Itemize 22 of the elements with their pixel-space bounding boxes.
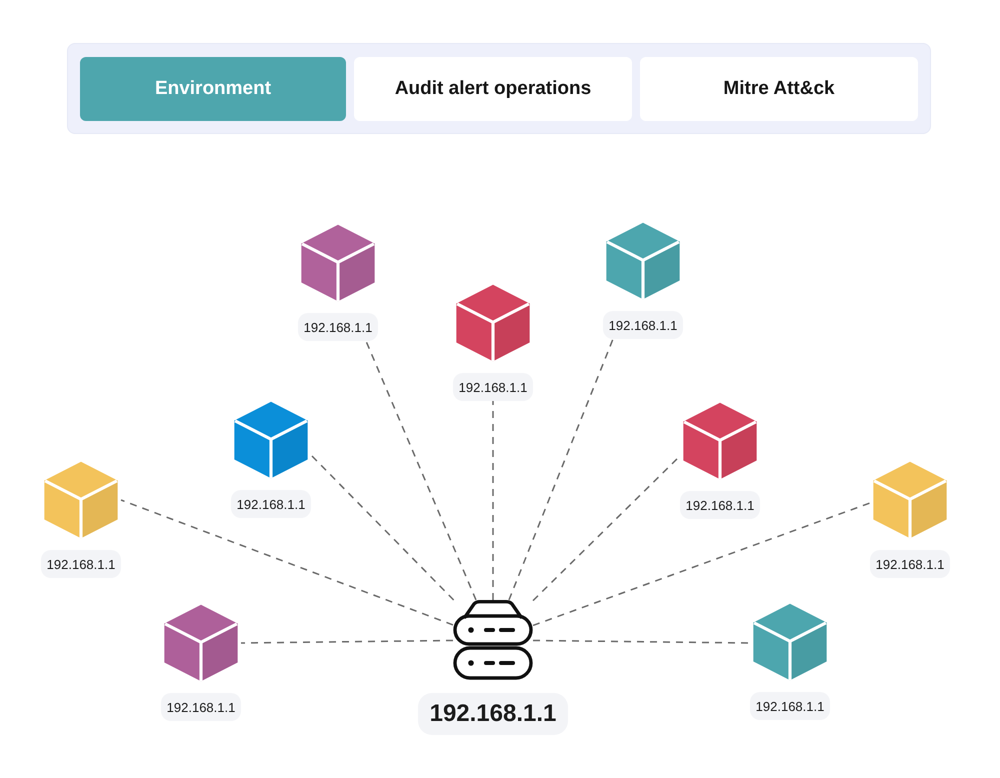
ip-label: 192.168.1.1 (680, 491, 760, 519)
tab: Mitre Att&ck (640, 57, 918, 121)
ip-label: 192.168.1.1 (231, 490, 311, 518)
ip-label: 192.168.1.1 (41, 550, 121, 578)
ip-label: 192.168.1.1 (418, 693, 568, 735)
ip-label: 192.168.1.1 (870, 550, 950, 578)
ip-label: 192.168.1.1 (298, 313, 378, 341)
dashed-connector (492, 401, 494, 600)
dashed-connector (365, 340, 477, 600)
dashed-connector (532, 502, 870, 626)
dashed-connector (508, 338, 614, 600)
dashed-connector (310, 454, 454, 601)
server-icon (453, 600, 533, 680)
ip-label: 192.168.1.1 (161, 693, 241, 721)
ip-label: 192.168.1.1 (750, 692, 830, 720)
dashed-connector (533, 640, 750, 644)
tab: Audit alert operations (354, 57, 632, 121)
ip-label: 192.168.1.1 (603, 311, 683, 339)
ip-label: 192.168.1.1 (453, 373, 533, 401)
selected-tab: Environment (80, 57, 346, 121)
dashed-connector (241, 640, 454, 644)
dashed-connector (120, 499, 454, 626)
